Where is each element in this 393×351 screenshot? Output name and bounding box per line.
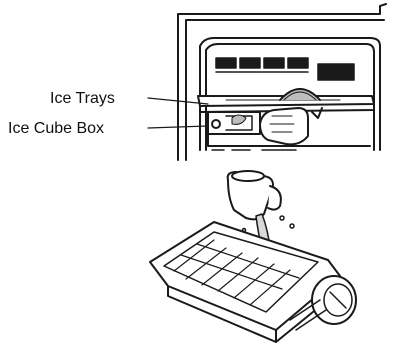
pitcher-illustration (228, 171, 281, 219)
ice-trays-label: Ice Trays (50, 91, 115, 107)
freezer-vents (216, 58, 354, 80)
freezer-compartment (178, 4, 386, 160)
ice-cube-box-label: Ice Cube Box (8, 121, 104, 137)
hand-illustration (260, 108, 308, 144)
ice-tray-illustration (150, 222, 356, 342)
